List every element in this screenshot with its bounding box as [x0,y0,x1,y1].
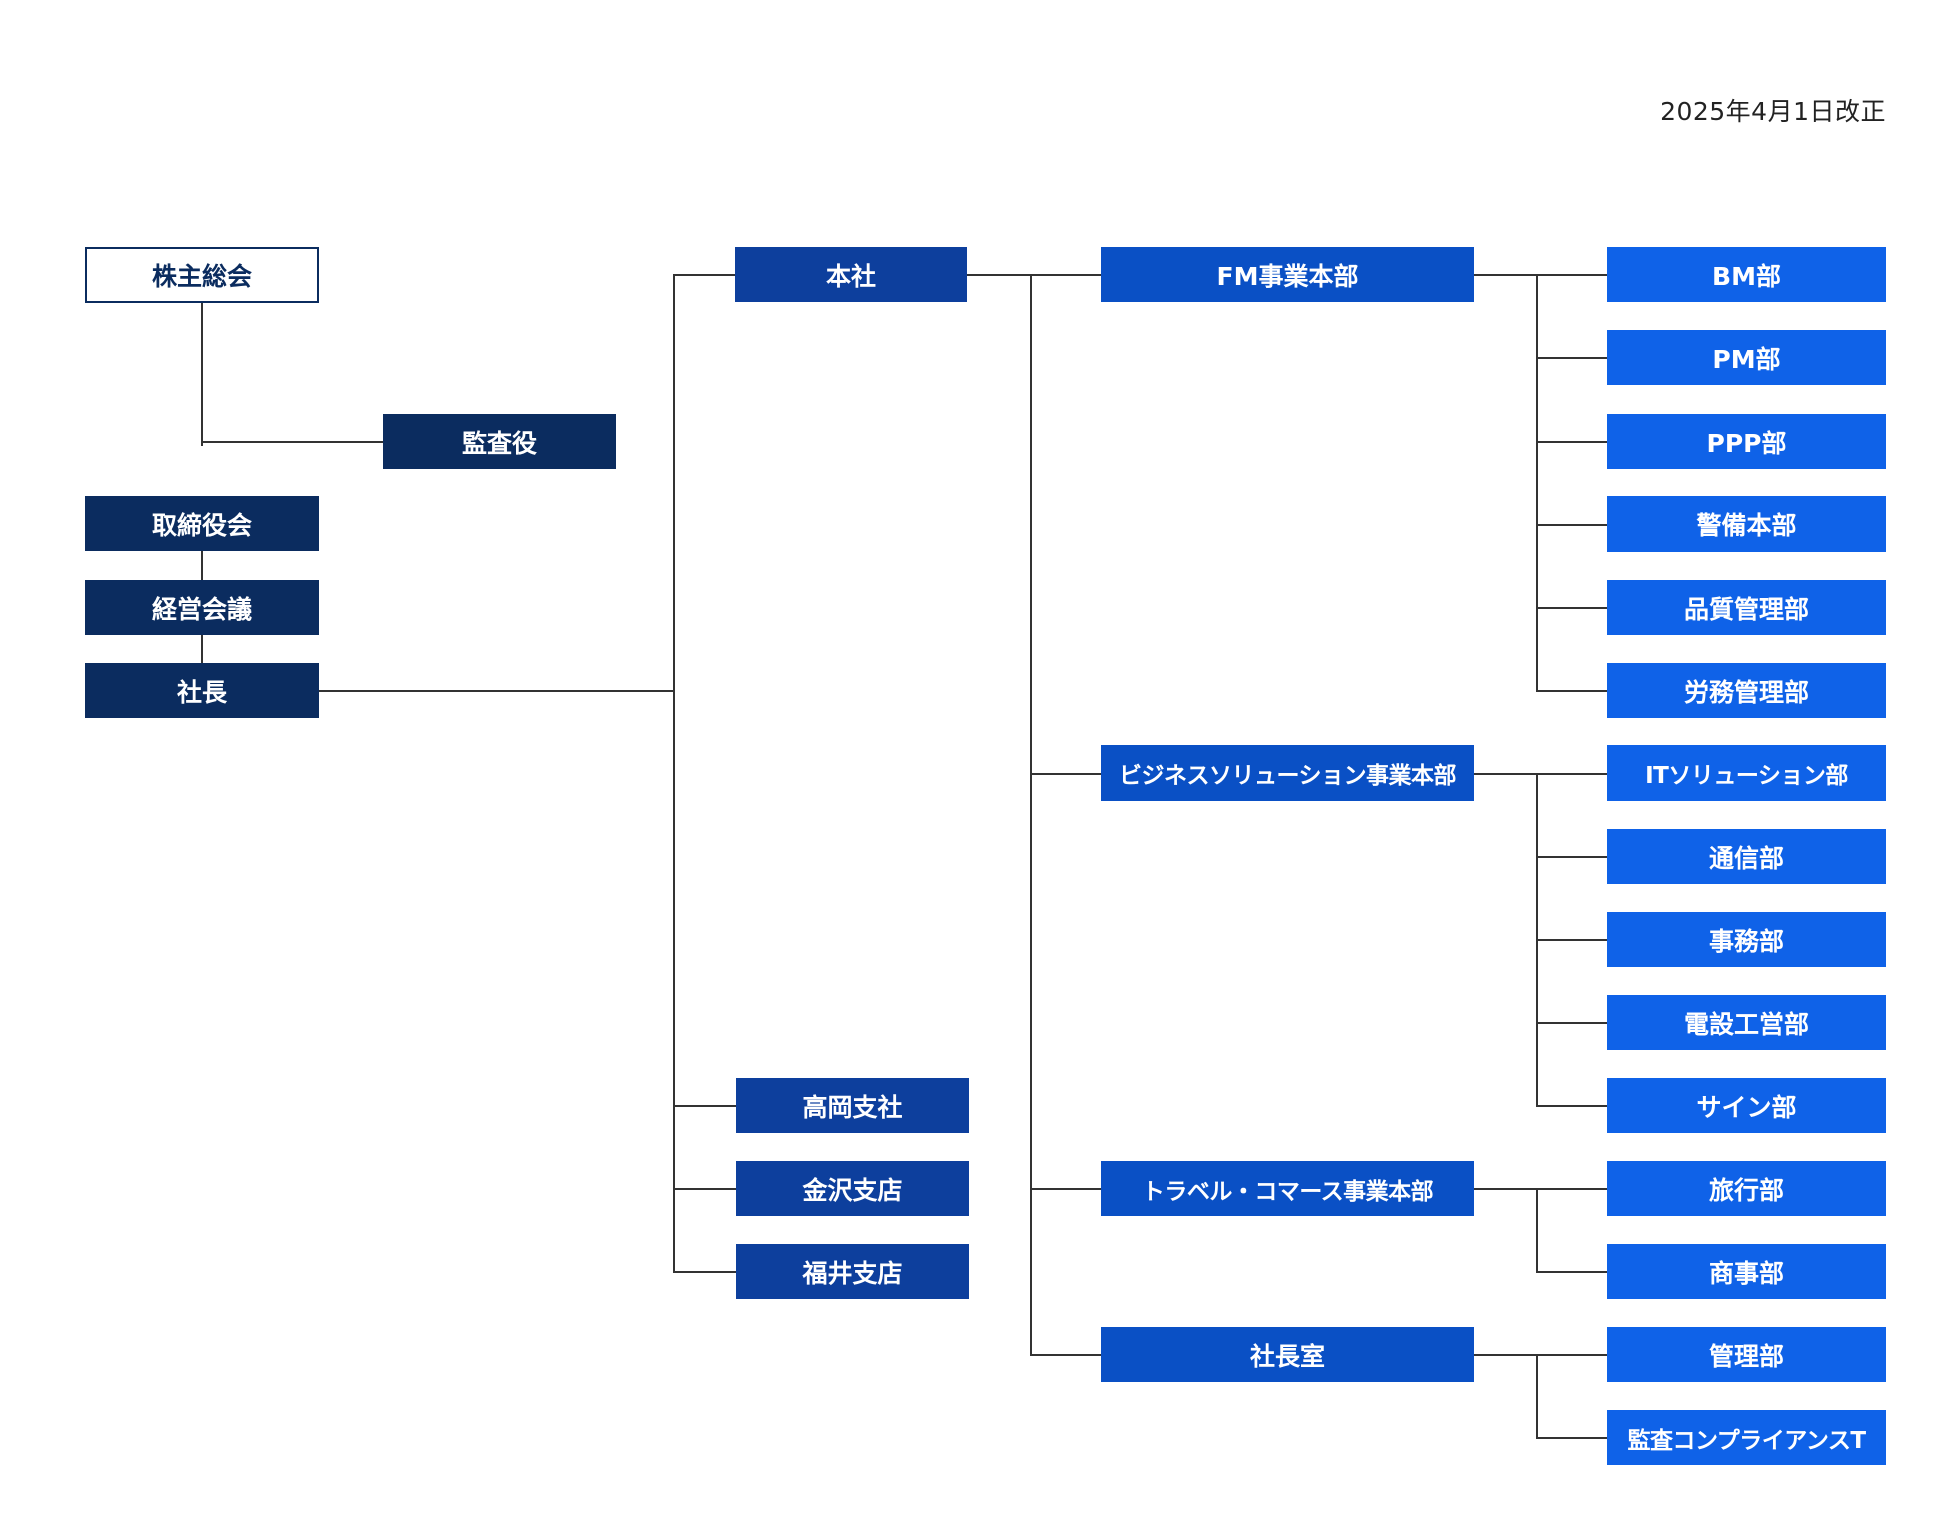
connector-line [201,441,385,443]
division-box-business-solution: ビジネスソリューション事業本部 [1101,745,1474,801]
connector-line [1536,1437,1607,1439]
connector-line [1536,939,1607,941]
shareholders-meeting-box: 株主総会 [85,247,319,303]
connector-line [1536,1188,1538,1272]
connector-line [1536,1271,1607,1273]
division-box-travel-commerce: トラベル・コマース事業本部 [1101,1161,1474,1216]
connector-line [201,302,203,446]
department-box: 監査コンプライアンスT [1607,1410,1886,1465]
connector-line [673,274,675,1272]
connector-line [1536,274,1538,691]
department-box: 品質管理部 [1607,580,1886,635]
connector-line [1536,524,1607,526]
president-box: 社長 [85,663,319,718]
connector-line [673,1271,736,1273]
connector-line [318,690,673,692]
connector-line [673,1105,736,1107]
department-box: 電設工営部 [1607,995,1886,1050]
connector-line [1536,441,1607,443]
connector-line [1473,274,1607,276]
connector-line [1536,856,1607,858]
department-box: 管理部 [1607,1327,1886,1382]
takaoka-branch-box: 高岡支社 [736,1078,969,1133]
connector-line [1536,607,1607,609]
department-box: PM部 [1607,330,1886,385]
connector-line [1536,1354,1538,1438]
connector-line [1030,1354,1101,1356]
connector-line [1030,1188,1101,1190]
department-box: BM部 [1607,247,1886,302]
division-box-fm: FM事業本部 [1101,247,1474,302]
division-box-presidents-office: 社長室 [1101,1327,1474,1382]
connector-line [1536,1105,1607,1107]
revision-date: 2025年4月1日改正 [1660,97,1886,126]
department-box: 商事部 [1607,1244,1886,1299]
connector-line [1030,274,1032,1355]
department-box: サイン部 [1607,1078,1886,1133]
department-box: 警備本部 [1607,496,1886,552]
department-box: 労務管理部 [1607,663,1886,718]
department-box: 旅行部 [1607,1161,1886,1216]
management-meeting-box: 経営会議 [85,580,319,635]
kanazawa-branch-box: 金沢支店 [736,1161,969,1216]
connector-line [201,550,203,580]
department-box: ITソリューション部 [1607,745,1886,801]
connector-line [673,1188,736,1190]
connector-line [673,274,735,276]
head-office-box: 本社 [735,247,967,302]
connector-line [1473,1354,1607,1356]
connector-line [1536,357,1607,359]
connector-line [1536,690,1607,692]
department-box: PPP部 [1607,414,1886,469]
board-of-directors-box: 取締役会 [85,496,319,551]
connector-line [1536,1022,1607,1024]
connector-line [965,274,1101,276]
auditor-box: 監査役 [383,414,616,469]
department-box: 通信部 [1607,829,1886,884]
connector-line [1473,1188,1607,1190]
connector-line [1473,773,1607,775]
department-box: 事務部 [1607,912,1886,967]
fukui-branch-box: 福井支店 [736,1244,969,1299]
connector-line [1030,773,1101,775]
connector-line [201,634,203,664]
